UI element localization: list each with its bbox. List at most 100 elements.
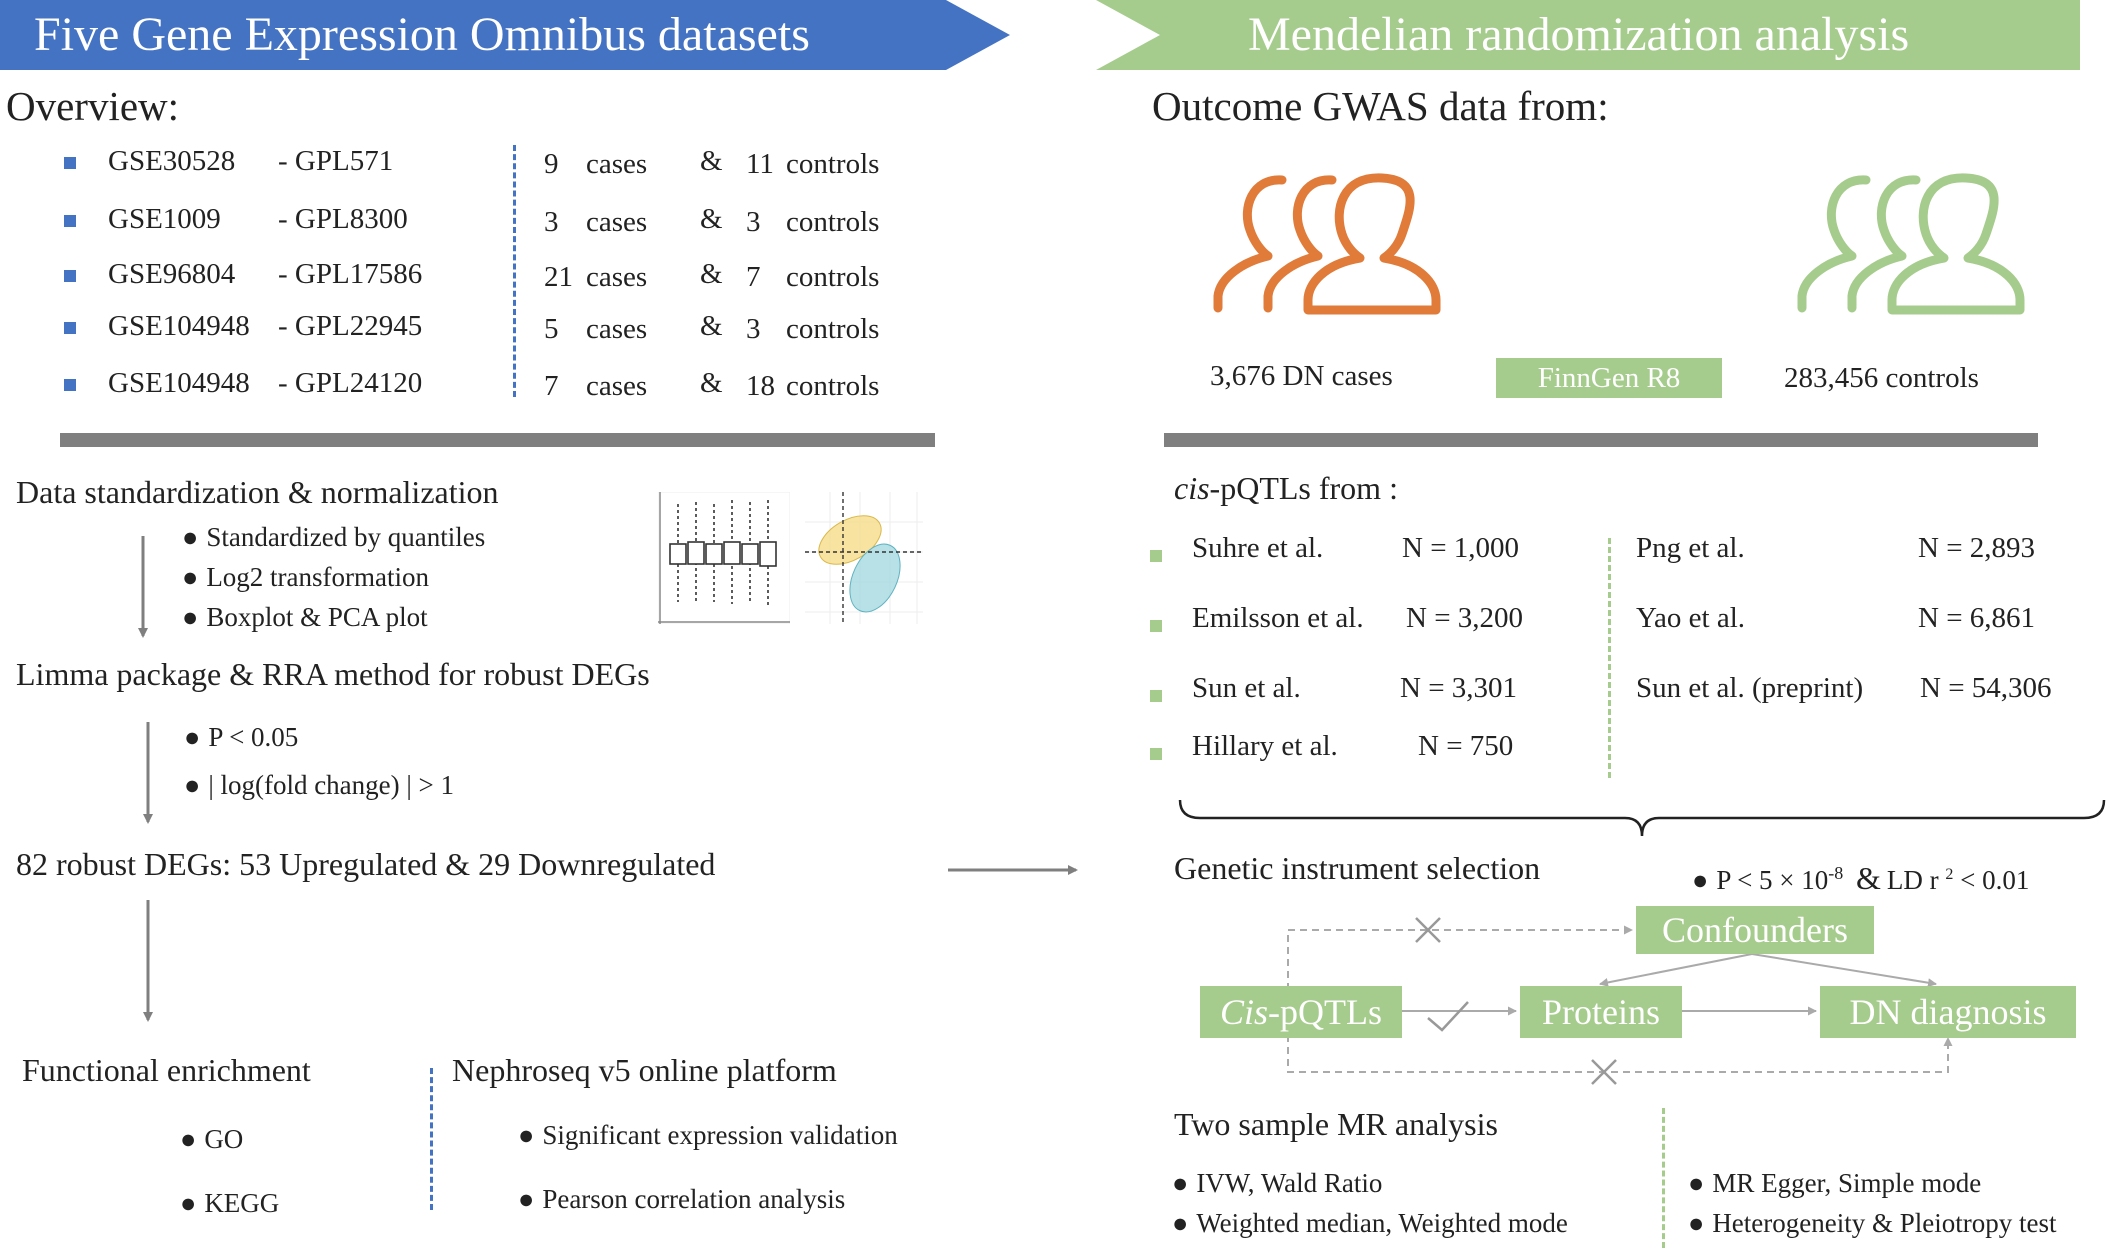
dataset-bullet-square	[64, 322, 76, 334]
dataset-cases-label: cases	[586, 313, 648, 345]
dataset-gse: GSE30528	[108, 145, 236, 177]
boxplot-thumbnail	[658, 492, 790, 624]
right-banner-title: Mendelian randomization analysis	[1248, 8, 1910, 61]
dataset-cases: 5	[544, 313, 559, 345]
pqtl-source-n: N = 3,301	[1400, 672, 1518, 704]
pqtl-source-n: N = 3,200	[1406, 602, 1524, 634]
dataset-cases-label: cases	[586, 206, 648, 238]
dataset-gse: GSE104948	[108, 310, 250, 342]
nephroseq-bullet-2: Pearson correlation analysis	[518, 1184, 845, 1215]
dataset-cases: 7	[544, 370, 559, 402]
dataset-controls: 18	[746, 370, 775, 402]
finngen-label: FinnGen R8	[1496, 358, 1722, 398]
mr-title: Two sample MR analysis	[1174, 1106, 1498, 1142]
dataset-cases: 9	[544, 148, 559, 180]
pqtl-source-name: Sun et al. (preprint)	[1636, 672, 1864, 704]
instrument-title: Genetic instrument selection	[1174, 850, 1541, 886]
pqtl-source-name: Hillary et al.	[1192, 730, 1338, 762]
dataset-bullet-square	[64, 379, 76, 391]
cases-people-icon	[1213, 173, 1441, 315]
mr-divider	[1662, 1108, 1665, 1248]
controls-people-icon	[1797, 173, 2025, 315]
pqtl-source-n: N = 2,893	[1918, 532, 2036, 564]
cases-count: 3,676 DN cases	[1210, 360, 1393, 392]
dataset-controls-label: controls	[786, 313, 880, 345]
functional-bullet-kegg: KEGG	[180, 1188, 279, 1219]
pqtl-bullet-square	[1150, 550, 1162, 562]
pqtl-source-n: N = 1,000	[1402, 532, 1520, 564]
cis-pqtls-box: Cis-pQTLs	[1200, 986, 1402, 1038]
dataset-controls: 3	[746, 206, 761, 238]
left-banner	[0, 0, 1010, 70]
proteins-box: Proteins	[1520, 986, 1682, 1038]
dataset-amp: &	[700, 258, 723, 290]
mr-left-2: Weighted median, Weighted mode	[1172, 1208, 1568, 1239]
dataset-gse: GSE1009	[108, 203, 221, 235]
std-bullet-1: Standardized by quantiles	[182, 522, 485, 553]
dn-diagnosis-box: DN diagnosis	[1820, 986, 2076, 1038]
pqtl-divider	[1608, 538, 1611, 778]
dataset-gse: GSE104948	[108, 367, 250, 399]
left-banner-title: Five Gene Expression Omnibus datasets	[34, 8, 810, 61]
pqtl-source-name: Emilsson et al.	[1192, 602, 1364, 634]
dataset-cases-label: cases	[586, 261, 648, 293]
pqtl-source-name: Sun et al.	[1192, 672, 1301, 704]
limma-bullet-1: P < 0.05	[184, 722, 298, 753]
dag-cross-top	[1415, 917, 1441, 943]
overview-divider	[513, 145, 516, 397]
degs-summary: 82 robust DEGs: 53 Upregulated & 29 Down…	[16, 846, 716, 882]
dag-conf-to-proteins	[1599, 953, 1753, 987]
dataset-gpl: - GPL17586	[278, 258, 423, 290]
dataset-cases-label: cases	[586, 148, 648, 180]
dataset-cases-label: cases	[586, 370, 648, 402]
pqtl-brace	[1178, 799, 2106, 837]
dataset-amp: &	[700, 310, 723, 342]
outcome-title: Outcome GWAS data from:	[1152, 83, 1609, 129]
dataset-gse: GSE96804	[108, 258, 236, 290]
mr-right-1: MR Egger, Simple mode	[1688, 1168, 1981, 1199]
limma-title: Limma package & RRA method for robust DE…	[16, 656, 650, 692]
confounders-box: Confounders	[1636, 906, 1874, 954]
limma-bullet-2: | log(fold change) | > 1	[184, 770, 454, 801]
dataset-gpl: - GPL24120	[278, 367, 423, 399]
pqtl-bullet-square	[1150, 690, 1162, 702]
dataset-gpl: - GPL8300	[278, 203, 408, 235]
dataset-controls: 3	[746, 313, 761, 345]
pqtl-source-n: N = 54,306	[1920, 672, 2052, 704]
functional-title: Functional enrichment	[22, 1052, 311, 1088]
mr-left-1: IVW, Wald Ratio	[1172, 1168, 1382, 1199]
dataset-controls-label: controls	[786, 370, 880, 402]
functional-divider	[430, 1068, 433, 1210]
overview-title: Overview:	[6, 83, 180, 129]
dataset-cases: 21	[544, 261, 573, 293]
dataset-controls-label: controls	[786, 148, 880, 180]
dag-cis-to-confounders-dashed	[1287, 925, 1633, 990]
dataset-gpl: - GPL22945	[278, 310, 423, 342]
dag-cis-to-dn-dashed	[1287, 1035, 1953, 1073]
dataset-amp: &	[700, 145, 723, 177]
pca-thumbnail	[805, 492, 923, 624]
dag-conf-to-dn	[1751, 953, 1937, 988]
dataset-controls-label: controls	[786, 206, 880, 238]
dataset-controls: 7	[746, 261, 761, 293]
dag-cross-bottom	[1591, 1059, 1617, 1085]
dataset-gpl: - GPL571	[278, 145, 394, 177]
dag-check-mark	[1427, 1001, 1469, 1032]
dataset-controls-label: controls	[786, 261, 880, 293]
controls-count: 283,456 controls	[1784, 362, 1979, 394]
pqtl-source-name: Yao et al.	[1636, 602, 1746, 634]
dataset-bullet-square	[64, 157, 76, 169]
dataset-bullet-square	[64, 270, 76, 282]
pqtl-source-name: Suhre et al.	[1192, 532, 1324, 564]
nephroseq-bullet-1: Significant expression validation	[518, 1120, 897, 1151]
dataset-cases: 3	[544, 206, 559, 238]
dataset-amp: &	[700, 203, 723, 235]
pqtl-bullet-square	[1150, 748, 1162, 760]
pqtl-source-n: N = 750	[1418, 730, 1514, 762]
dataset-amp: &	[700, 367, 723, 399]
functional-bullet-go: GO	[180, 1124, 243, 1155]
mr-right-2: Heterogeneity & Pleiotropy test	[1688, 1208, 2056, 1239]
std-bullet-2: Log2 transformation	[182, 562, 429, 593]
standardization-title: Data standardization & normalization	[16, 474, 499, 510]
